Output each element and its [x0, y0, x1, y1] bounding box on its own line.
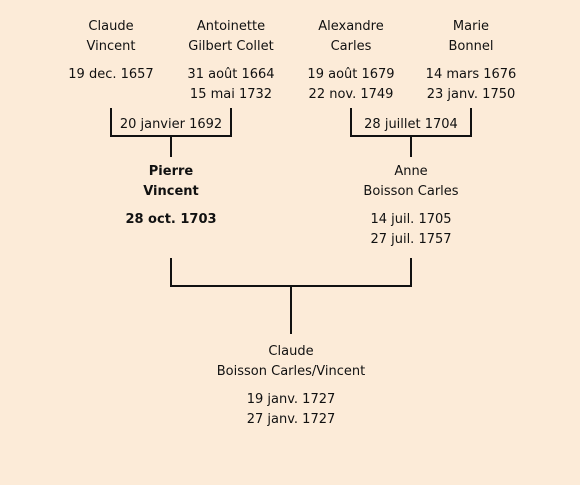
first-name: Claude [268, 344, 314, 359]
last-name: Boisson Carles [363, 184, 459, 199]
person-claude-boisson-carles-vincent: Claude Boisson Carles/Vincent 19 janv. 1… [191, 342, 391, 430]
birth-date: 28 oct. 1703 [125, 212, 217, 227]
death-date: 23 janv. 1750 [426, 87, 516, 102]
person-marie-bonnel: Marie Bonnel 14 mars 1676 23 janv. 1750 [396, 17, 546, 105]
birth-date: 31 août 1664 [187, 67, 275, 82]
last-name: Vincent [86, 39, 136, 54]
death-date: 22 nov. 1749 [308, 87, 394, 102]
death-date: 27 janv. 1727 [246, 412, 336, 427]
birth-date: 19 janv. 1727 [246, 392, 336, 407]
person-claude-vincent: Claude Vincent 19 dec. 1657 [36, 17, 186, 85]
last-name: Gilbert Collet [188, 39, 274, 54]
union-date-vincent-collet: 20 janvier 1692 [119, 117, 223, 132]
first-name: Marie [452, 19, 490, 34]
first-name: Claude [88, 19, 134, 34]
birth-date: 14 mars 1676 [425, 67, 517, 82]
person-anne-boisson-carles: Anne Boisson Carles 14 juil. 1705 27 jui… [336, 162, 486, 250]
last-name: Carles [330, 39, 372, 54]
person-alexandre-carles: Alexandre Carles 19 août 1679 22 nov. 17… [276, 17, 426, 105]
first-name: Antoinette [196, 19, 266, 34]
union-date-carles-bonnel: 28 juillet 1704 [364, 117, 458, 132]
last-name: Bonnel [448, 39, 494, 54]
union-bracket-pierre-anne [170, 258, 412, 287]
person-antoinette-gilbert-collet: Antoinette Gilbert Collet 31 août 1664 1… [156, 17, 306, 105]
first-name: Alexandre [318, 19, 384, 34]
birth-date: 14 juil. 1705 [370, 212, 452, 227]
death-date: 27 juil. 1757 [370, 232, 452, 247]
person-pierre-vincent: Pierre Vincent 28 oct. 1703 [96, 162, 246, 230]
first-name: Anne [394, 164, 428, 179]
last-name: Vincent [143, 184, 199, 199]
first-name: Pierre [148, 164, 194, 179]
birth-date: 19 dec. 1657 [68, 67, 154, 82]
birth-date: 19 août 1679 [307, 67, 395, 82]
last-name: Boisson Carles/Vincent [216, 364, 366, 379]
death-date: 15 mai 1732 [189, 87, 273, 102]
